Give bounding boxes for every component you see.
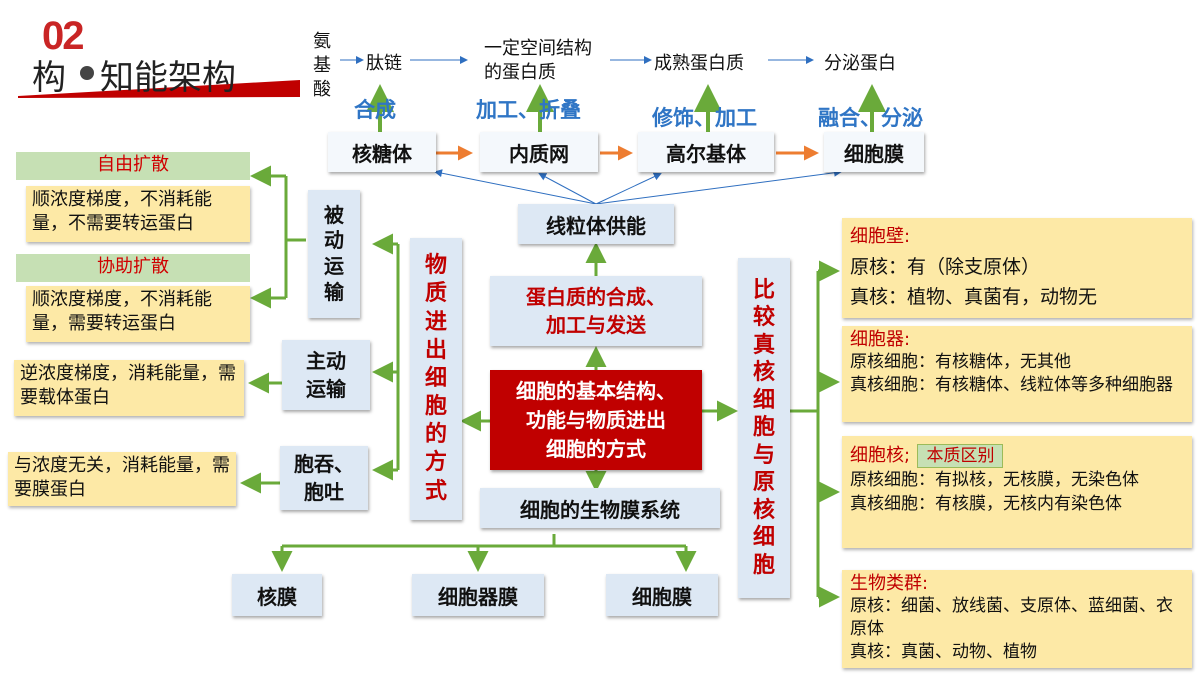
organelle-card: 细胞器: 原核细胞：有核糖体，无其他 真核细胞：有核糖体、线粒体等多种细胞器 [842, 326, 1192, 422]
facilitated-diffusion-title: 协助扩散 [16, 254, 250, 282]
label-synthesis: 合成 [354, 98, 396, 122]
flow-secretory-protein: 分泌蛋白 [824, 53, 896, 74]
free-diffusion-card: 自由扩散 顺浓度梯度，不消耗能量，不需要转运蛋白 [16, 152, 250, 242]
groups-label: 生物类群: [850, 573, 929, 594]
header-title-char: 构 [32, 58, 66, 98]
header-dot-icon [80, 66, 94, 80]
flow-mature-protein: 成熟蛋白质 [654, 53, 744, 74]
active-transport-box: 主动 运输 [282, 340, 370, 410]
cell-membrane-top-box: 细胞膜 [824, 132, 924, 172]
flow-amino-acid: 氨 基 酸 [313, 31, 331, 100]
nucleus-label: 细胞核; [850, 445, 911, 466]
facilitated-diffusion-card: 协助扩散 顺浓度梯度，不消耗能量，需要转运蛋白 [16, 254, 250, 342]
nuclear-membrane-box: 核膜 [232, 574, 322, 616]
label-fusion: 融合、分泌 [818, 106, 923, 130]
facilitated-diffusion-desc: 顺浓度梯度，不消耗能量，需要转运蛋白 [26, 286, 250, 342]
main-topic-box: 细胞的基本结构、 功能与物质进出 细胞的方式 [490, 370, 702, 470]
free-diffusion-title: 自由扩散 [16, 152, 250, 180]
biomembrane-system-box: 细胞的生物膜系统 [480, 488, 720, 528]
essential-difference-badge: 本质区别 [917, 444, 1004, 468]
er-box: 内质网 [480, 132, 598, 172]
passive-transport-box: 被 动 运 输 [308, 190, 360, 318]
free-diffusion-desc: 顺浓度梯度，不消耗能量，不需要转运蛋白 [26, 186, 250, 242]
transport-title-box: 物 质 进 出 细 胞 的 方 式 [410, 238, 462, 520]
flow-folded-protein: 一定空间结构 的蛋白质 [484, 38, 592, 83]
flow-peptide: 肽链 [366, 53, 402, 74]
mitochondria-box: 线粒体供能 [518, 204, 674, 244]
nucleus-card: 细胞核; 本质区别 原核细胞：有拟核，无核膜，无染色体 真核细胞：有核膜，无核内… [842, 436, 1192, 548]
golgi-box: 高尔基体 [638, 132, 774, 172]
protein-synthesis-box: 蛋白质的合成、 加工与发送 [490, 276, 702, 346]
section-number: 02 [42, 14, 84, 58]
organelle-membrane-box: 细胞器膜 [412, 574, 544, 616]
cell-wall-label: 细胞壁: [850, 226, 911, 247]
cell-wall-card: 细胞壁: 原核：有（除支原体） 真核：植物、真菌有，动物无 [842, 218, 1192, 318]
ribosome-box: 核糖体 [328, 132, 436, 172]
compare-title-box: 比 较 真 核 细 胞 与 原 核 细 胞 [738, 258, 790, 598]
organelle-label: 细胞器: [850, 329, 911, 350]
header-title: 知能架构 [100, 58, 236, 98]
label-processing: 加工、折叠 [476, 98, 581, 122]
cell-membrane-bottom-box: 细胞膜 [606, 574, 718, 616]
endocytosis-desc: 与浓度无关，消耗能量，需要膜蛋白 [8, 452, 236, 506]
active-transport-desc: 逆浓度梯度，消耗能量，需要载体蛋白 [14, 360, 244, 416]
endocytosis-box: 胞吞、 胞吐 [280, 446, 368, 510]
label-modify: 修饰、加工 [652, 106, 757, 130]
biological-groups-card: 生物类群: 原核：细菌、放线菌、支原体、蓝细菌、衣原体 真核：真菌、动物、植物 [842, 570, 1192, 668]
